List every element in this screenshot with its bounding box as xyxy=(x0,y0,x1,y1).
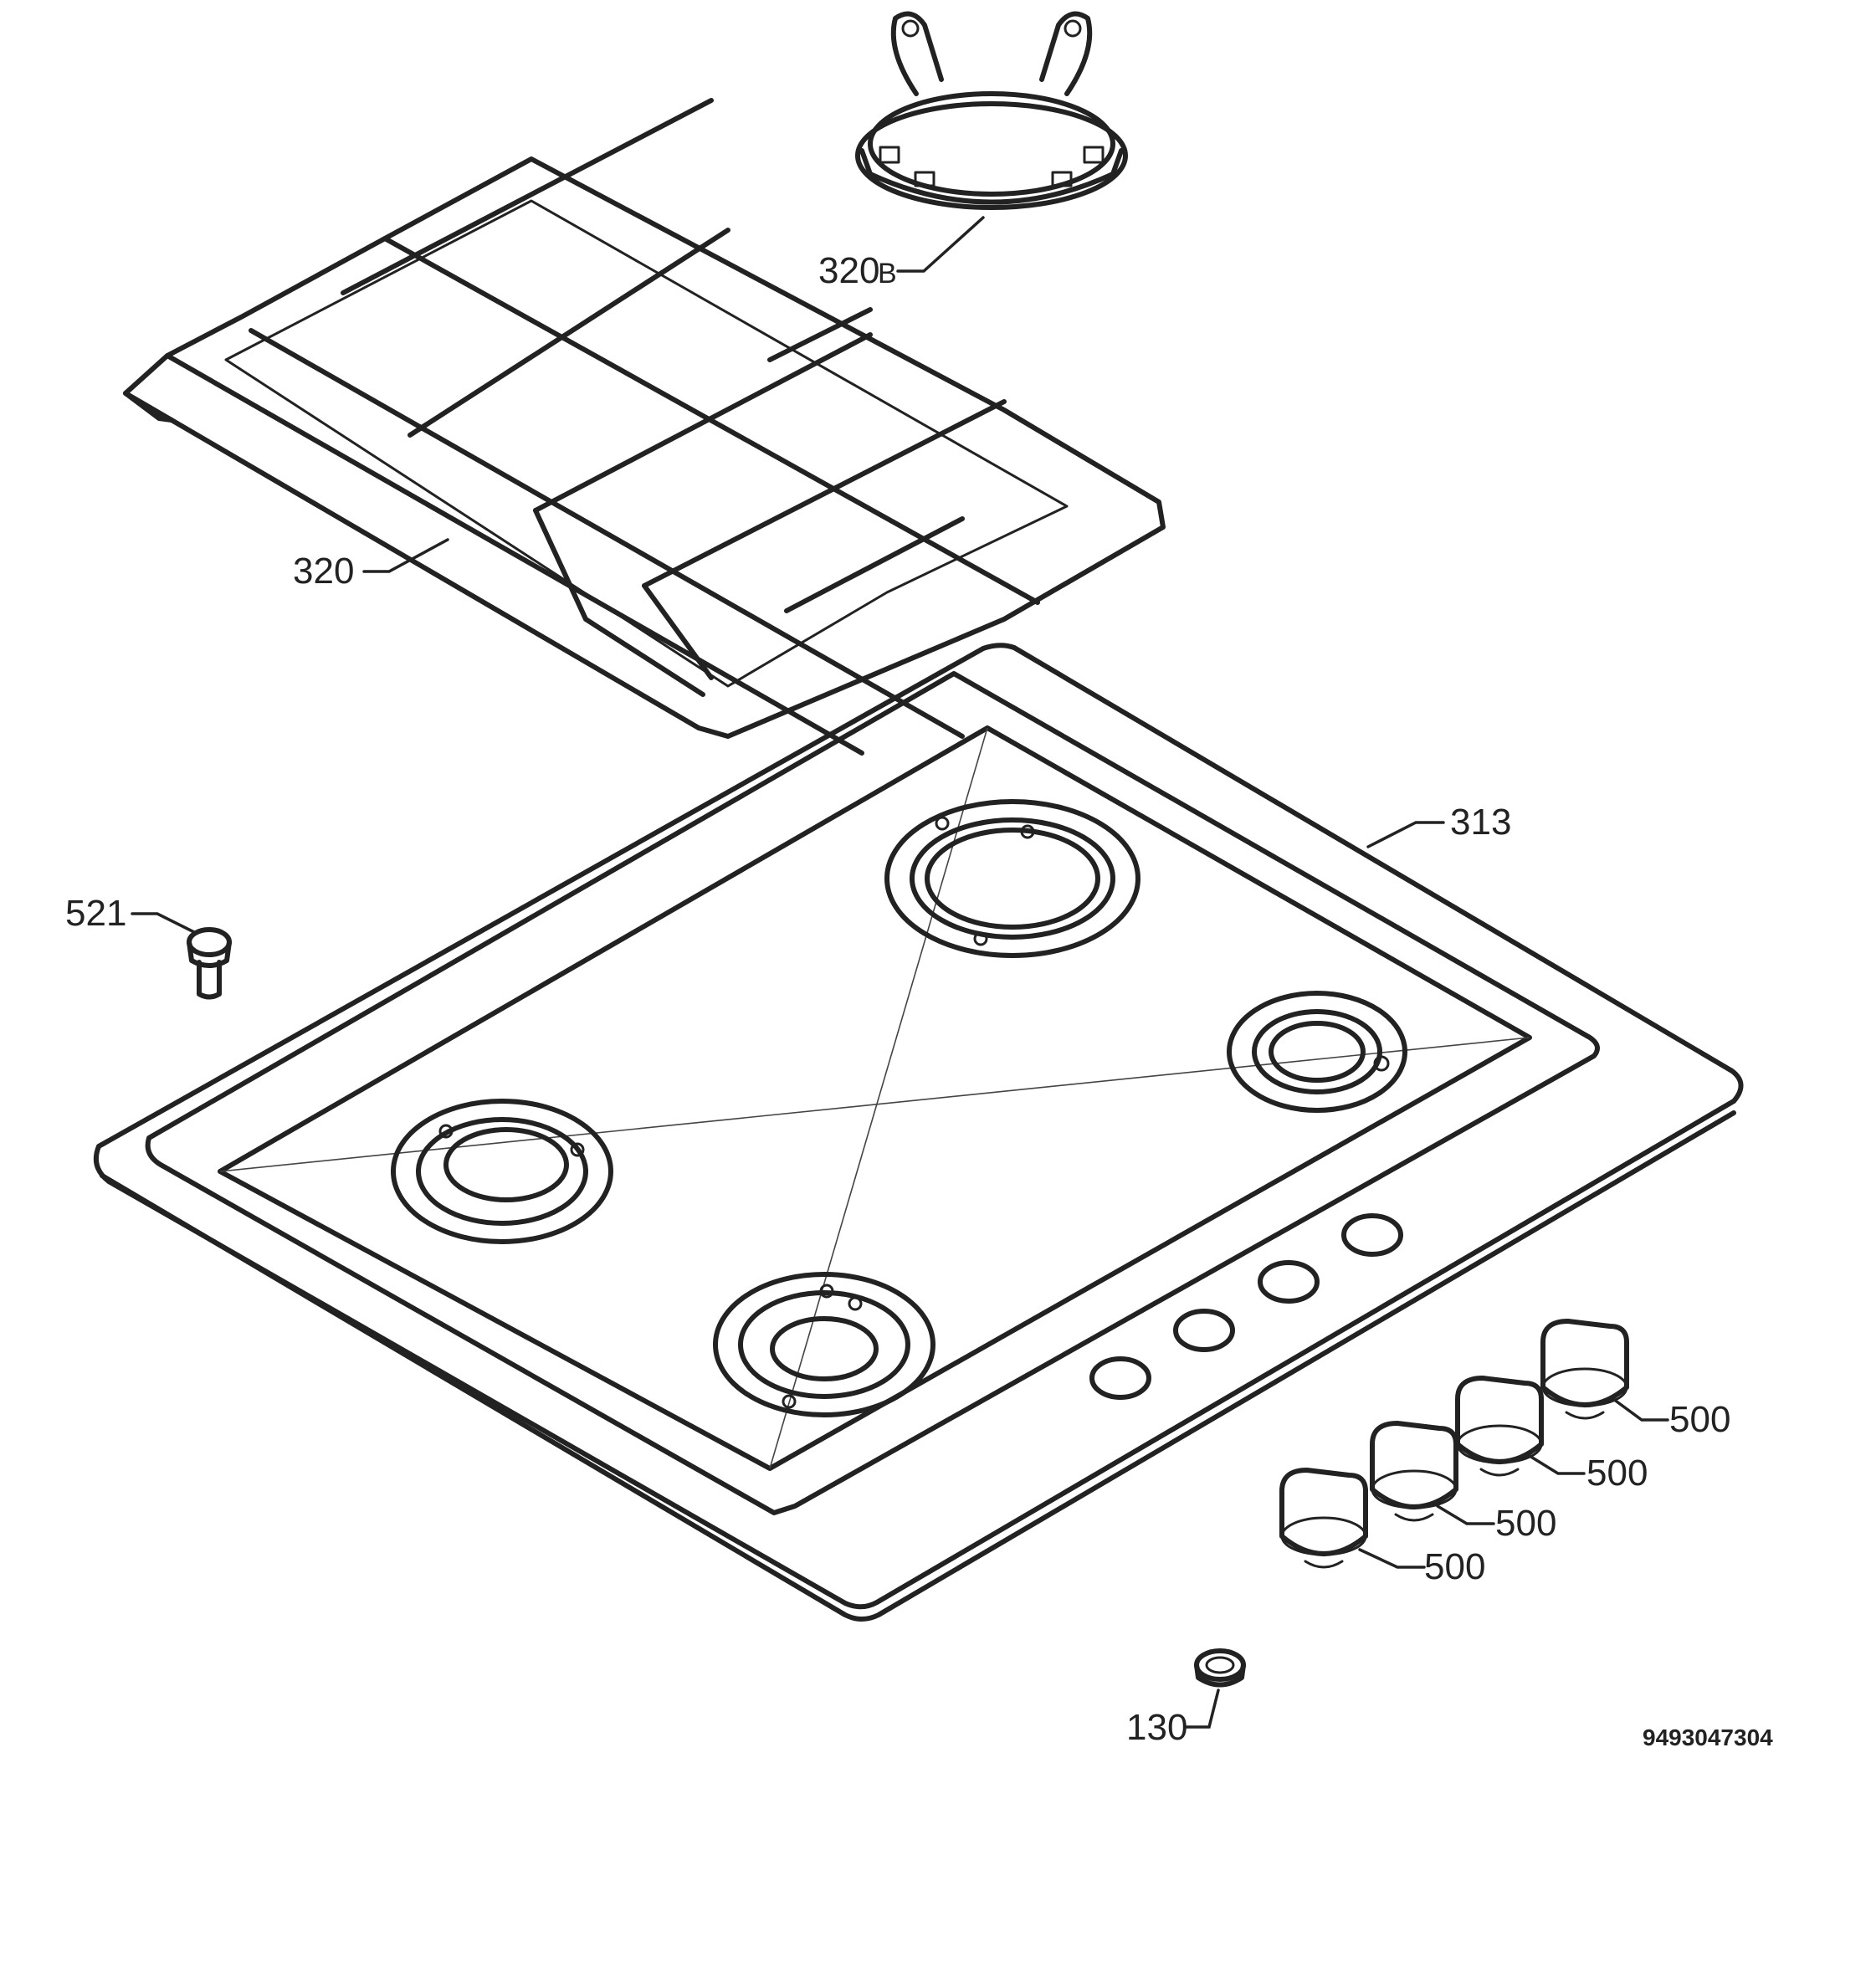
leader-500-4 xyxy=(1612,1397,1669,1422)
screw-part xyxy=(187,927,232,1000)
control-knob-3-part xyxy=(1455,1376,1544,1477)
label-521: 521 xyxy=(65,893,126,934)
label-320: 320 xyxy=(293,551,354,592)
leader-500-1 xyxy=(1358,1548,1426,1569)
leader-320b xyxy=(896,216,985,273)
document-number: 9493047304 xyxy=(1643,1724,1773,1750)
leader-313 xyxy=(1366,821,1445,848)
label-500-1: 500 xyxy=(1424,1546,1485,1587)
control-knob-1-part xyxy=(1279,1468,1368,1569)
hob-top-part xyxy=(94,643,1744,1622)
knob-hole-1 xyxy=(1089,1356,1151,1400)
leader-521 xyxy=(131,912,196,934)
burner-top-large xyxy=(884,799,1140,958)
burner-left-medium xyxy=(391,1099,613,1244)
pan-support-ring-part xyxy=(855,11,1128,210)
knob-hole-2 xyxy=(1173,1309,1235,1352)
grommet-part xyxy=(1194,1648,1246,1688)
label-500-2: 500 xyxy=(1495,1503,1556,1544)
knob-hole-3 xyxy=(1258,1260,1320,1304)
knob-hole-4 xyxy=(1341,1213,1403,1257)
control-knob-4-part xyxy=(1540,1319,1629,1420)
leader-320 xyxy=(362,538,449,573)
leader-500-2 xyxy=(1436,1504,1495,1525)
control-knob-2-part xyxy=(1370,1421,1458,1522)
label-313: 313 xyxy=(1450,802,1511,843)
label-500-3: 500 xyxy=(1586,1453,1648,1494)
burner-right-small xyxy=(1227,991,1407,1113)
label-130: 130 xyxy=(1126,1707,1187,1748)
label-320b-suffix: B xyxy=(878,258,897,290)
leader-130 xyxy=(1185,1689,1220,1729)
burner-bottom-medium xyxy=(713,1272,935,1417)
pan-support-grid-part xyxy=(123,98,1166,756)
label-320b: 320 xyxy=(818,250,879,291)
leader-500-3 xyxy=(1528,1454,1586,1475)
label-500-4: 500 xyxy=(1669,1399,1730,1440)
